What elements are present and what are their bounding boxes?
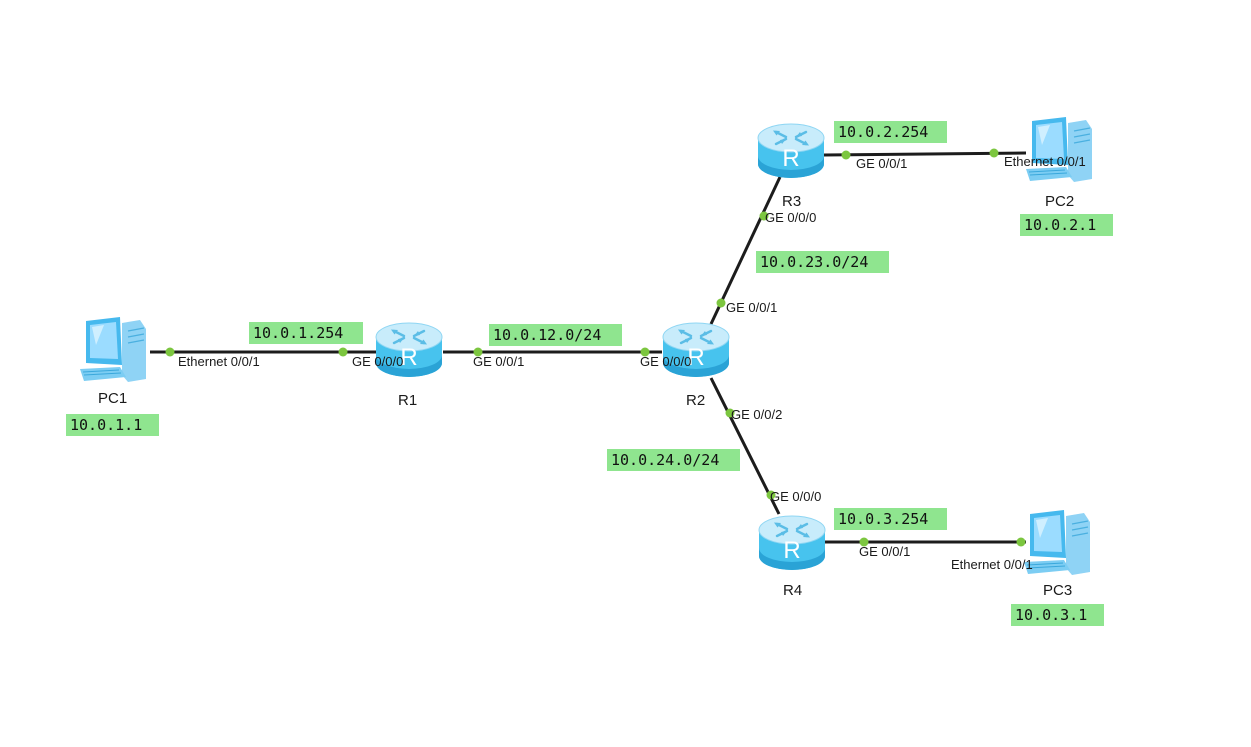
r4-ge001-label: GE 0/0/1 — [859, 544, 910, 559]
port-dot-pc3 — [1016, 537, 1026, 547]
pc2-port-label: Ethernet 0/0/1 — [1004, 154, 1086, 169]
ip-badge-r1-gw: 10.0.1.254 — [249, 322, 363, 344]
ip-badge-r4-gw: 10.0.3.254 — [834, 508, 947, 530]
pc2-label: PC2 — [1045, 193, 1074, 210]
svg-text:10.0.12.0/24: 10.0.12.0/24 — [493, 326, 601, 344]
svg-text:10.0.1.1: 10.0.1.1 — [70, 416, 142, 434]
r1-ge001-label: GE 0/0/1 — [473, 354, 524, 369]
pc3-port-label: Ethernet 0/0/1 — [951, 557, 1033, 572]
svg-text:10.0.23.0/24: 10.0.23.0/24 — [760, 253, 868, 271]
port-dot-r4-ge001 — [859, 537, 869, 547]
port-dot-r4-ge000 — [766, 490, 776, 500]
svg-text:10.0.24.0/24: 10.0.24.0/24 — [611, 451, 719, 469]
port-dot-pc1 — [165, 347, 175, 357]
pc1-port-label: Ethernet 0/0/1 — [178, 354, 260, 369]
port-dot-r2-ge001 — [716, 298, 726, 308]
svg-text:10.0.3.254: 10.0.3.254 — [838, 510, 928, 528]
pc3-label: PC3 — [1043, 582, 1072, 599]
ip-badge-r3-gw: 10.0.2.254 — [834, 121, 947, 143]
port-dot-r3-ge001 — [841, 150, 851, 160]
svg-text:10.0.1.254: 10.0.1.254 — [253, 324, 343, 342]
port-dot-pc2 — [989, 148, 999, 158]
svg-text:10.0.2.254: 10.0.2.254 — [838, 123, 928, 141]
link-r2-r4 — [709, 377, 781, 515]
port-dot-r1-ge001 — [473, 347, 483, 357]
ip-badge-pc1: 10.0.1.1 — [66, 414, 159, 436]
ip-badge-pc3: 10.0.3.1 — [1011, 604, 1104, 626]
pc3-icon — [1023, 509, 1091, 576]
r1-label: R1 — [398, 392, 417, 409]
router-r4-icon — [757, 514, 827, 572]
ip-badge-pc2: 10.0.2.1 — [1020, 214, 1113, 236]
r3-label: R3 — [782, 193, 801, 210]
r2-ge000-label: GE 0/0/0 — [640, 354, 691, 369]
port-dot-r3-ge000 — [759, 211, 769, 221]
r3-ge000-label: GE 0/0/0 — [765, 210, 816, 225]
r2-ge002-label: GE 0/0/2 — [731, 407, 782, 422]
r3-ge001-label: GE 0/0/1 — [856, 156, 907, 171]
port-dot-r1-ge000 — [338, 347, 348, 357]
ip-badge-net-r2-r4: 10.0.24.0/24 — [607, 449, 740, 471]
port-dot-r2-ge000 — [640, 347, 650, 357]
r4-ge000-label: GE 0/0/0 — [770, 489, 821, 504]
svg-text:10.0.2.1: 10.0.2.1 — [1024, 216, 1096, 234]
pc1-icon — [79, 316, 147, 383]
pc1-label: PC1 — [98, 390, 127, 407]
r4-label: R4 — [783, 582, 802, 599]
svg-text:10.0.3.1: 10.0.3.1 — [1015, 606, 1087, 624]
r2-label: R2 — [686, 392, 705, 409]
port-dot-r2-ge002 — [725, 408, 735, 418]
ip-badge-net-r1-r2: 10.0.12.0/24 — [489, 324, 622, 346]
router-r3-icon — [756, 122, 826, 180]
ip-badge-net-r2-r3: 10.0.23.0/24 — [756, 251, 889, 273]
r2-ge001-label: GE 0/0/1 — [726, 300, 777, 315]
pc2-icon — [1025, 116, 1093, 183]
r1-ge000-label: GE 0/0/0 — [352, 354, 403, 369]
